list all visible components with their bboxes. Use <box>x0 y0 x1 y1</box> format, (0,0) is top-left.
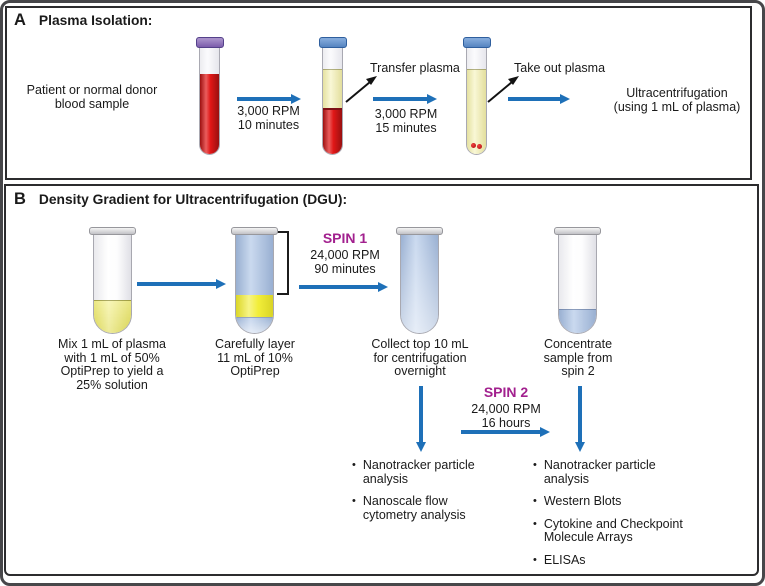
tube-rim <box>554 227 601 235</box>
spin1-label: SPIN 1 <box>322 230 368 246</box>
bullet-icon: • <box>533 495 537 507</box>
plasma-tube-icon <box>462 37 491 158</box>
bullet-icon: • <box>352 495 356 507</box>
list-item: • ELISAs <box>533 552 691 568</box>
panel-a-box <box>5 6 752 180</box>
arrow-down-icon-right <box>578 386 582 443</box>
spin2-params: 24,000 RPM 16 hours <box>471 402 541 430</box>
takeout-arrow-icon <box>487 76 519 103</box>
collected-tube-caption: Collect top 10 mL for centrifugation ove… <box>371 337 469 378</box>
tube-rim <box>231 227 278 235</box>
analyses-list-right: • Nanotracker particle analysis • Wester… <box>533 458 691 576</box>
list-item: • Western Blots <box>533 494 691 509</box>
tube-rim <box>89 227 136 235</box>
tube-cap-purple <box>195 37 224 48</box>
analysis-item-label: Western Blots <box>543 494 622 508</box>
blood-sample-caption: Patient or normal donor blood sample <box>26 83 158 111</box>
bullet-icon: • <box>533 553 537 566</box>
layer-bracket-icon <box>277 231 289 295</box>
separated-tube-icon <box>318 37 347 158</box>
panel-b-box <box>4 184 759 576</box>
layered-tube-caption: Carefully layer 11 mL of 10% OptiPrep <box>215 337 295 378</box>
spin-a2-label: 3,000 RPM 15 minutes <box>374 107 438 135</box>
transfer-plasma-label: Transfer plasma <box>370 61 460 75</box>
arrow-right-icon-spin1 <box>299 285 379 289</box>
panel-b-title: Density Gradient for Ultracentrifugation… <box>38 192 348 207</box>
arrow-right-icon-spin-a2 <box>373 97 428 101</box>
tube-rim <box>396 227 443 235</box>
transfer-arrow-icon <box>345 76 377 103</box>
panel-a-title: Plasma Isolation: <box>38 13 153 28</box>
concentrated-tube-caption: Concentrate sample from spin 2 <box>543 337 613 378</box>
collected-tube-icon <box>396 227 443 335</box>
panel-b-header: B Density Gradient for Ultracentrifugati… <box>14 190 347 209</box>
bullet-icon: • <box>533 459 537 471</box>
blood-tube-icon <box>195 37 224 158</box>
analysis-item-label: Nanoscale flow cytometry analysis <box>362 494 466 522</box>
bullet-icon: • <box>352 459 356 471</box>
analysis-item-label: Nanotracker particle analysis <box>362 458 475 486</box>
analysis-item-label: Nanotracker particle analysis <box>543 458 656 486</box>
panel-b-letter: B <box>14 190 26 208</box>
take-out-plasma-label: Take out plasma <box>514 61 606 75</box>
tube-cap-blue <box>318 37 347 48</box>
mix-tube-icon <box>89 227 136 335</box>
arrow-down-icon-left <box>419 386 423 443</box>
panel-a-header: A Plasma Isolation: <box>14 11 152 30</box>
arrow-right-icon-spin2 <box>461 430 541 434</box>
bullet-icon: • <box>533 517 537 530</box>
list-item: • Nanotracker particle analysis <box>533 458 691 486</box>
analyses-list-left: • Nanotracker particle analysis • Nanosc… <box>352 458 480 531</box>
panel-a-letter: A <box>14 11 26 29</box>
concentrated-tube-icon <box>554 227 601 335</box>
list-item: • Nanotracker particle analysis <box>352 458 480 486</box>
tube-cap-blue <box>462 37 491 48</box>
spin1-params: 24,000 RPM 90 minutes <box>310 248 380 276</box>
ultracentrifugation-caption: Ultracentrifugation (using 1 mL of plasm… <box>613 86 741 114</box>
list-item: • Cytokine and Checkpoint Molecule Array… <box>533 516 691 545</box>
list-item: • Nanoscale flow cytometry analysis <box>352 494 480 522</box>
arrow-right-icon-spin-a1 <box>237 97 292 101</box>
analysis-item-label: ELISAs <box>543 552 586 567</box>
spin-a1-label: 3,000 RPM 10 minutes <box>237 104 300 132</box>
mix-tube-caption: Mix 1 mL of plasma with 1 mL of 50% Opti… <box>58 337 166 392</box>
layered-tube-icon <box>231 227 278 335</box>
analysis-item-label: Cytokine and Checkpoint Molecule Arrays <box>543 516 683 544</box>
spin2-label: SPIN 2 <box>483 384 529 400</box>
arrow-right-icon-b1 <box>137 282 217 286</box>
arrow-right-icon-to-uc <box>508 97 561 101</box>
